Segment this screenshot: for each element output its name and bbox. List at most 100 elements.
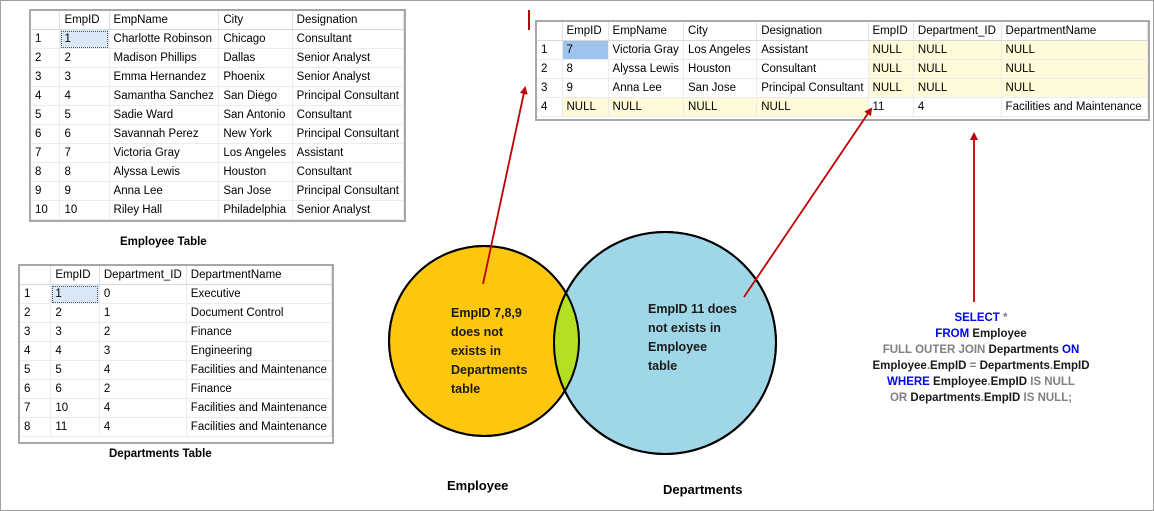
table-cell[interactable]: NULL (868, 40, 914, 60)
table-cell[interactable]: San Antonio (218, 105, 293, 125)
table-cell[interactable]: Philadelphia (218, 200, 293, 220)
departments-header-cell[interactable] (20, 266, 52, 285)
table-cell[interactable]: 3 (59, 67, 110, 87)
table-cell[interactable]: NULL (562, 97, 609, 117)
row-number[interactable]: 3 (31, 67, 61, 87)
table-cell[interactable]: Consultant (292, 29, 404, 49)
row-number[interactable]: 4 (20, 341, 52, 361)
table-cell[interactable]: Sadie Ward (109, 105, 220, 125)
table-cell[interactable]: 1 (99, 303, 187, 323)
table-cell[interactable]: NULL (868, 59, 914, 79)
table-cell[interactable]: Anna Lee (608, 78, 685, 98)
row-number[interactable]: 2 (31, 48, 61, 68)
table-cell[interactable]: 2 (99, 379, 187, 399)
table-cell[interactable]: 10 (50, 398, 100, 418)
table-cell[interactable]: San Jose (683, 78, 758, 98)
table-cell[interactable]: NULL (868, 78, 914, 98)
row-number[interactable]: 2 (20, 303, 52, 323)
table-cell[interactable]: Chicago (218, 29, 293, 49)
table-cell[interactable]: Senior Analyst (292, 200, 404, 220)
departments-header-cell[interactable]: EmpID (50, 266, 100, 285)
table-cell[interactable]: NULL (1001, 40, 1148, 60)
table-cell[interactable]: 11 (868, 97, 914, 117)
employee-header-cell[interactable]: EmpName (109, 11, 220, 30)
table-cell[interactable]: Senior Analyst (292, 67, 404, 87)
table-cell[interactable]: 7 (59, 143, 110, 163)
table-cell[interactable]: Principal Consultant (756, 78, 869, 98)
row-number[interactable]: 4 (31, 86, 61, 106)
table-cell[interactable]: Engineering (186, 341, 332, 361)
table-cell[interactable]: Alyssa Lewis (109, 162, 220, 182)
table-cell[interactable]: Victoria Gray (109, 143, 220, 163)
row-number[interactable]: 2 (537, 59, 563, 79)
table-cell[interactable]: 9 (562, 78, 609, 98)
table-cell[interactable]: 1 (50, 284, 100, 304)
table-cell[interactable]: 1 (59, 29, 110, 49)
table-cell[interactable]: Finance (186, 379, 332, 399)
row-number[interactable]: 3 (20, 322, 52, 342)
table-cell[interactable]: 10 (59, 200, 110, 220)
table-cell[interactable]: Savannah Perez (109, 124, 220, 144)
row-number[interactable]: 6 (20, 379, 52, 399)
row-number[interactable]: 8 (31, 162, 61, 182)
table-cell[interactable]: Senior Analyst (292, 48, 404, 68)
table-cell[interactable]: Facilities and Maintenance (1001, 97, 1148, 117)
departments-header-cell[interactable]: DepartmentName (186, 266, 332, 285)
table-cell[interactable]: 6 (50, 379, 100, 399)
table-cell[interactable]: 4 (99, 360, 187, 380)
table-cell[interactable]: 3 (99, 341, 187, 361)
row-number[interactable]: 5 (20, 360, 52, 380)
table-cell[interactable]: 9 (59, 181, 110, 201)
table-cell[interactable]: Madison Phillips (109, 48, 220, 68)
table-cell[interactable]: 6 (59, 124, 110, 144)
table-cell[interactable]: NULL (683, 97, 758, 117)
table-cell[interactable]: Principal Consultant (292, 181, 404, 201)
table-cell[interactable]: 4 (913, 97, 1002, 117)
table-cell[interactable]: 4 (99, 417, 187, 437)
table-cell[interactable]: Anna Lee (109, 181, 220, 201)
table-cell[interactable]: Facilities and Maintenance (186, 398, 332, 418)
row-number[interactable]: 1 (537, 40, 563, 60)
result-header-cell[interactable]: Designation (756, 22, 869, 41)
table-cell[interactable]: Finance (186, 322, 332, 342)
table-cell[interactable]: Alyssa Lewis (608, 59, 685, 79)
employee-header-cell[interactable]: EmpID (59, 11, 110, 30)
row-number[interactable]: 5 (31, 105, 61, 125)
employee-header-cell[interactable]: Designation (292, 11, 404, 30)
table-cell[interactable]: Facilities and Maintenance (186, 360, 332, 380)
result-header-cell[interactable]: Department_ID (913, 22, 1002, 41)
table-cell[interactable]: Houston (218, 162, 293, 182)
table-cell[interactable]: Victoria Gray (608, 40, 685, 60)
table-cell[interactable]: 2 (59, 48, 110, 68)
table-cell[interactable]: Document Control (186, 303, 332, 323)
table-cell[interactable]: Los Angeles (218, 143, 293, 163)
table-cell[interactable]: Los Angeles (683, 40, 758, 60)
table-cell[interactable]: Dallas (218, 48, 293, 68)
table-cell[interactable]: Facilities and Maintenance (186, 417, 332, 437)
table-cell[interactable]: NULL (913, 59, 1002, 79)
table-cell[interactable]: 4 (59, 86, 110, 106)
table-cell[interactable]: 8 (59, 162, 110, 182)
table-cell[interactable]: 4 (99, 398, 187, 418)
row-number[interactable]: 1 (31, 29, 61, 49)
table-cell[interactable]: 3 (50, 322, 100, 342)
departments-header-cell[interactable]: Department_ID (99, 266, 187, 285)
table-cell[interactable]: San Diego (218, 86, 293, 106)
table-cell[interactable]: 5 (50, 360, 100, 380)
